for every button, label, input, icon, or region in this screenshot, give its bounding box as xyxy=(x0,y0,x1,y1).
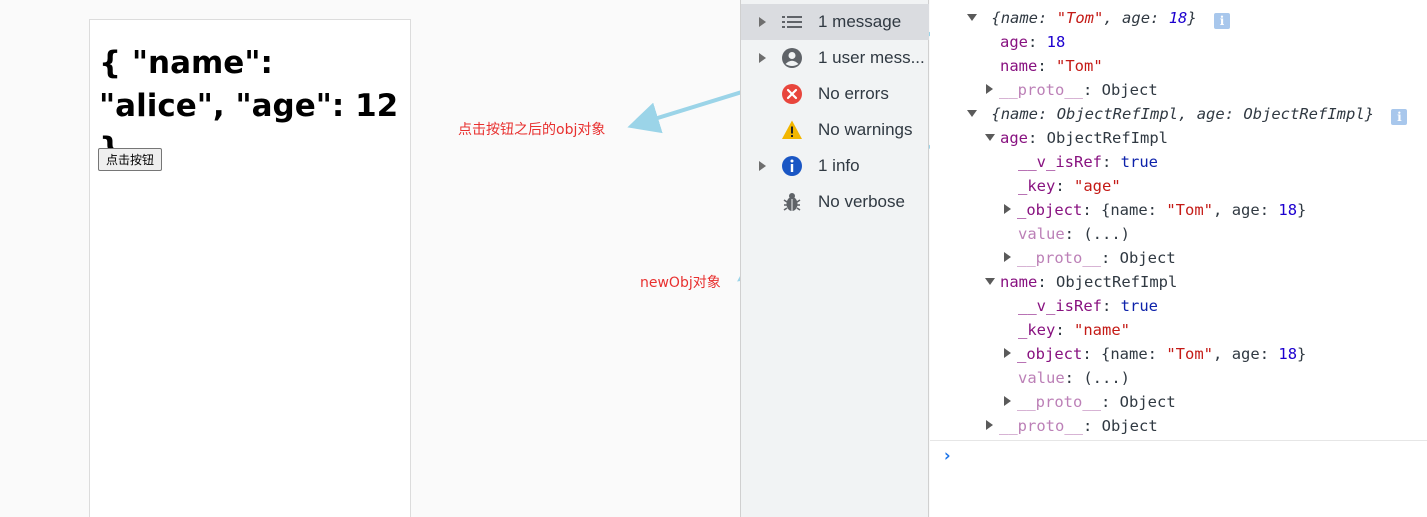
sidebar-item-label: 1 info xyxy=(818,156,860,175)
error-icon xyxy=(782,84,802,104)
expand-arrow-icon[interactable] xyxy=(759,53,766,63)
console-prompt-icon[interactable]: › xyxy=(942,446,953,466)
name-value-row[interactable]: value: (...) xyxy=(1018,369,1131,387)
expand-arrow-icon[interactable] xyxy=(1004,204,1011,214)
sidebar-item-warnings[interactable]: No warnings xyxy=(741,112,929,148)
collapse-arrow-icon[interactable] xyxy=(967,110,977,117)
obj-name-row: name: "Tom" xyxy=(1000,57,1103,75)
expand-arrow-icon[interactable] xyxy=(1004,348,1011,358)
sidebar-item-label: 1 message xyxy=(818,12,902,31)
age-proto-row[interactable]: __proto__: Object xyxy=(1004,246,1176,270)
sidebar-item-messages[interactable]: 1 message xyxy=(741,4,929,40)
console-output: {name: "Tom", age: 18} i age: 18 name: "… xyxy=(930,0,1427,517)
annotation-after-click-obj: 点击按钮之后的obj对象 xyxy=(458,122,606,138)
newobj-age-row[interactable]: age: ObjectRefImpl xyxy=(985,126,1168,150)
click-button[interactable]: 点击按钮 xyxy=(98,148,163,171)
newobj-proto-row[interactable]: __proto__: Object xyxy=(986,414,1158,438)
info-icon xyxy=(782,156,802,176)
sidebar-item-info[interactable]: 1 info xyxy=(741,148,929,184)
console-prompt-divider xyxy=(930,440,1427,441)
expand-arrow-icon[interactable] xyxy=(986,420,993,430)
name-object-row[interactable]: _object: {name: "Tom", age: 18} xyxy=(1004,342,1306,366)
expand-arrow-icon[interactable] xyxy=(759,161,766,171)
sidebar-item-label: 1 user mess... xyxy=(818,48,925,67)
console-sidebar: 1 message 1 user mess... No errors No wa… xyxy=(740,0,929,517)
obj-proto-row[interactable]: __proto__: Object xyxy=(986,78,1158,102)
user-icon xyxy=(782,48,802,68)
obj-json-heading: { "name": "alice", "age": 12 } xyxy=(99,45,399,167)
bug-icon xyxy=(783,193,801,211)
sidebar-item-errors[interactable]: No errors xyxy=(741,76,929,112)
name-proto-row[interactable]: __proto__: Object xyxy=(1004,390,1176,414)
name-v-isref-row: __v_isRef: true xyxy=(1018,297,1158,315)
collapse-arrow-icon[interactable] xyxy=(985,134,995,141)
sidebar-item-label: No errors xyxy=(818,84,889,103)
expand-arrow-icon[interactable] xyxy=(759,17,766,27)
list-icon xyxy=(782,16,802,28)
sidebar-item-user-messages[interactable]: 1 user mess... xyxy=(741,40,929,76)
newobj-name-row[interactable]: name: ObjectRefImpl xyxy=(985,270,1177,294)
age-object-row[interactable]: _object: {name: "Tom", age: 18} xyxy=(1004,198,1306,222)
collapse-arrow-icon[interactable] xyxy=(967,14,977,21)
sidebar-item-verbose[interactable]: No verbose xyxy=(741,184,929,220)
collapse-arrow-icon[interactable] xyxy=(985,278,995,285)
expand-arrow-icon[interactable] xyxy=(1004,252,1011,262)
info-badge-icon[interactable]: i xyxy=(1391,109,1408,125)
info-badge-icon[interactable]: i xyxy=(1214,13,1231,29)
app-preview-pane: { "name": "alice", "age": 12 } 点击按钮 xyxy=(89,19,411,517)
age-value-row[interactable]: value: (...) xyxy=(1018,225,1131,243)
name-key-row: _key: "name" xyxy=(1018,321,1130,339)
age-v-isref-row: __v_isRef: true xyxy=(1018,153,1158,171)
annotation-new-obj: newObj对象 xyxy=(640,275,721,291)
age-key-row: _key: "age" xyxy=(1018,177,1121,195)
expand-arrow-icon[interactable] xyxy=(1004,396,1011,406)
newobj-summary-row[interactable]: {name: ObjectRefImpl, age: ObjectRefImpl… xyxy=(967,102,1408,126)
warning-icon xyxy=(782,120,802,139)
sidebar-item-label: No warnings xyxy=(818,120,913,139)
sidebar-item-label: No verbose xyxy=(818,192,905,211)
obj-age-row: age: 18 xyxy=(1000,33,1066,51)
expand-arrow-icon[interactable] xyxy=(986,84,993,94)
obj-summary-row[interactable]: {name: "Tom", age: 18} i xyxy=(967,6,1231,30)
